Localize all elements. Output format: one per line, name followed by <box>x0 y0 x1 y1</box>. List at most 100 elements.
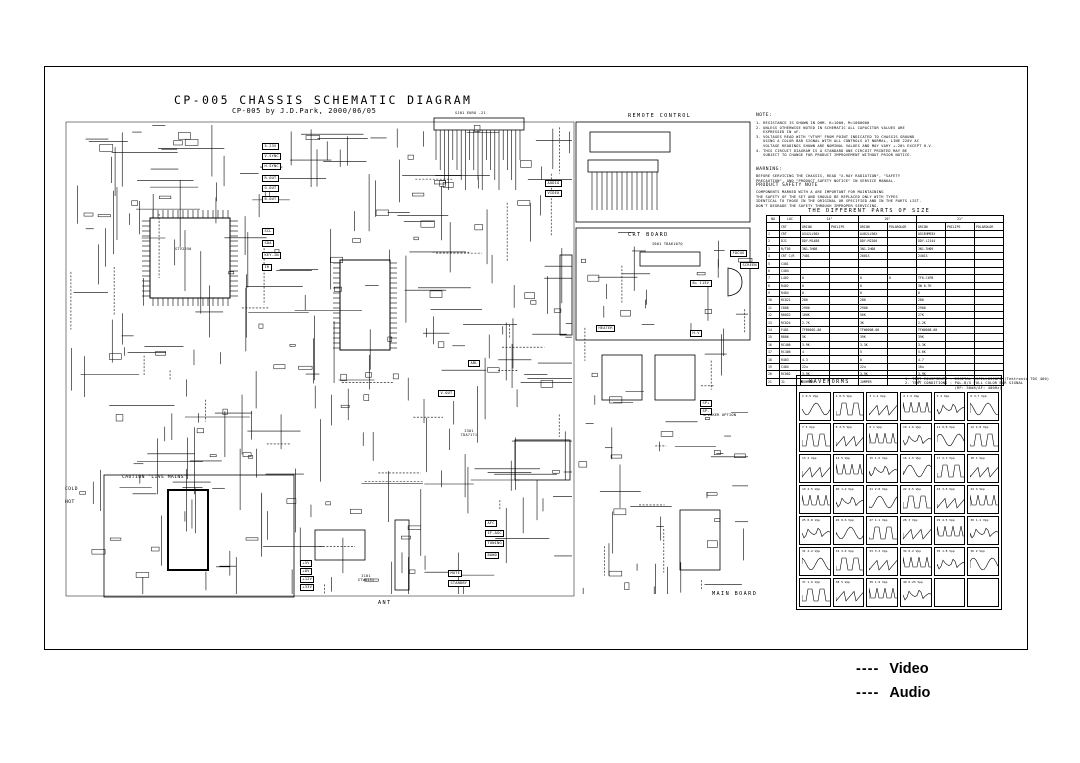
waveform-trace <box>970 494 999 506</box>
parts-cell <box>974 274 1004 283</box>
waveform-trace <box>902 495 931 509</box>
parts-cell <box>945 340 975 350</box>
waveform-cell: 11 0.8 Vpp <box>933 423 966 452</box>
parts-cell: 10 <box>766 296 780 305</box>
waveform-cell: 36 2 Vpp <box>967 547 999 576</box>
parts-cell <box>887 333 917 342</box>
component <box>437 341 445 348</box>
waveform-label: 1 0.5 Vpp <box>802 394 819 398</box>
component <box>613 508 627 516</box>
parts-header-cell: NO <box>766 214 780 224</box>
parts-cell: DDY-L2144 <box>916 237 946 246</box>
parts-cell: 0 <box>858 288 888 298</box>
parts-cell: 3N1-2H08 <box>858 244 888 253</box>
parts-cell <box>829 288 859 298</box>
component <box>247 455 254 459</box>
parts-cell <box>829 355 859 364</box>
parts-cell <box>974 362 1004 372</box>
waveform-trace <box>835 526 864 540</box>
parts-cell <box>829 237 859 246</box>
remote-ic-2 <box>587 159 659 173</box>
diagram-frame <box>44 66 1028 650</box>
signal-label: +8V <box>300 568 313 575</box>
waveform-trace <box>802 466 830 478</box>
parts-cell <box>974 311 1004 320</box>
product-safety-line: COMPONENTS MARKED WITH A ARE IMPORTANT F… <box>756 190 884 194</box>
parts-cell <box>945 355 975 364</box>
waveform-label: 40 0.25 Vpp <box>902 580 923 584</box>
parts-cell <box>858 259 888 268</box>
parts-cell <box>974 348 1004 357</box>
parts-cell: 0 <box>858 355 888 364</box>
waveform-label: 39 1.9 Vpp <box>869 580 888 584</box>
signal-label: R-OUT <box>262 175 279 182</box>
component <box>609 396 623 404</box>
parts-cell <box>829 333 859 342</box>
legend-video-dash: ---- <box>856 661 880 677</box>
component <box>714 450 721 455</box>
waveform-label: 15 1.5 Vpp <box>869 456 888 460</box>
parts-cell <box>887 362 917 372</box>
parts-cell: 9 <box>766 288 780 298</box>
parts-cell: 2900 <box>858 303 888 313</box>
parts-cell <box>887 237 917 246</box>
parts-cell <box>829 266 859 276</box>
waveform-cell: 40 0.25 Vpp <box>899 578 932 607</box>
audio-amp-ic-1 <box>601 354 643 401</box>
parts-cell <box>974 288 1004 298</box>
waveform-label: 9 1 Vpp <box>869 425 882 429</box>
waveform-cell: 1 0.5 Vpp <box>799 392 831 421</box>
parts-cell <box>945 251 975 261</box>
waveform-cell: 13 2 Vpp <box>799 454 831 483</box>
component <box>530 300 537 305</box>
parts-cell: 0 <box>800 281 830 290</box>
component <box>97 214 111 218</box>
note-line: 4. THIS CIRCUIT DIAGRAM IS A STANDARD ON… <box>756 148 908 153</box>
signal-label: SP- <box>700 408 713 415</box>
parts-cell: RC406 <box>779 340 801 350</box>
waveform-trace <box>902 401 931 413</box>
component <box>325 501 331 506</box>
stv2250-ic <box>149 217 231 299</box>
schematic-wiring <box>70 125 748 594</box>
component <box>173 140 183 146</box>
component <box>298 365 313 370</box>
parts-cell: 4 <box>800 348 830 357</box>
parts-cell <box>974 303 1004 313</box>
note-line: 3. VOLTAGES READ WITH "VTVM" FROM POINT … <box>756 134 915 139</box>
power-supply-block <box>103 474 295 598</box>
component <box>151 546 160 552</box>
parts-cell: 17 <box>766 348 780 357</box>
component <box>552 470 560 474</box>
waveform-cell: 35 1.8 Vpp <box>933 547 966 576</box>
component <box>704 309 712 314</box>
parts-cell: A34JLL90X <box>800 229 830 239</box>
parts-cell <box>887 251 917 261</box>
parts-cell: 100K <box>800 311 830 320</box>
component <box>413 236 419 241</box>
note-line: EXPRESSED IN uF. <box>756 130 801 135</box>
parts-cell <box>887 348 917 357</box>
waveform-cell: 26 0.6 Vpp <box>832 516 865 545</box>
parts-cell <box>829 303 859 313</box>
parts-cell: RC024 <box>779 318 801 327</box>
waveform-label: 12 2.8 Vpp <box>970 425 989 429</box>
component <box>340 404 350 408</box>
parts-cell: C404 <box>779 266 801 276</box>
parts-cell <box>974 296 1004 305</box>
component <box>363 394 370 401</box>
speaker-option-label: SPEAKER OPTION <box>703 413 737 417</box>
waveform-label: 35 1.8 Vpp <box>936 549 955 553</box>
diagram-subtitle: CP-005 by J.D.Park, 2000/06/05 <box>232 107 377 115</box>
parts-cell <box>829 281 859 290</box>
product-safety-line: THE SAFETY OF THE SET AND SHOULD BE REPL… <box>756 194 898 199</box>
component <box>420 220 435 228</box>
parts-cell: C404 <box>779 362 801 372</box>
parts-cell: 22u <box>800 362 830 372</box>
